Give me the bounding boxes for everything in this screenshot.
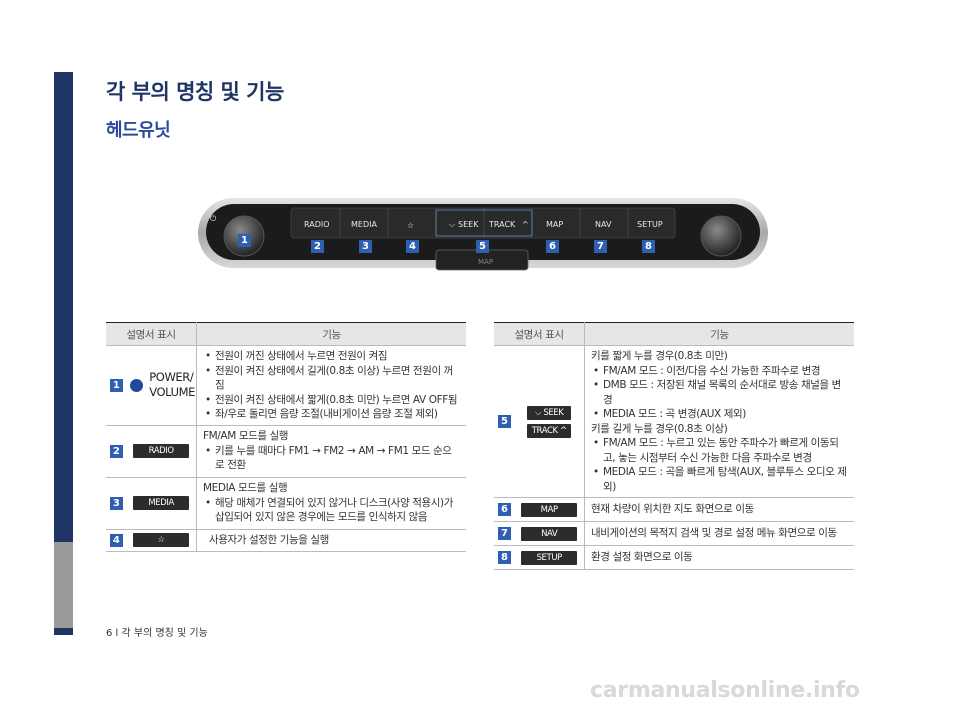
seek-key-chip: SEEK [543,407,564,418]
row-line: MEDIA 모드 : 곡을 빠르게 탐색(AUX, 블루투스 오디오 제외) [593,465,848,494]
table-row: 3 MEDIA MEDIA 모드를 실행 해당 매체가 연결되어 있지 않거나 … [106,477,466,530]
panel-seek-button: SEEK [458,220,479,229]
row-intro: 사용자가 설정한 기능을 실행 [196,529,466,552]
power-knob-icon [130,378,144,392]
table-header-function: 기능 [584,322,854,346]
row-intro: 내비게이션의 목적지 검색 및 경로 설정 메뉴 화면으로 이동 [584,521,854,546]
map-key-chip: MAP [521,502,578,517]
row-intro: FM/AM 모드를 실행 [203,430,289,443]
panel-track-button: TRACK [488,220,516,229]
row-intro: MEDIA 모드를 실행 [203,482,288,495]
row-line: FM/AM 모드 : 누르고 있는 동안 주파수가 빠르게 이동되고, 놓는 시… [593,436,848,465]
row-line: DMB 모드 : 저장된 채널 목록의 순서대로 방송 채널을 변경 [593,378,848,407]
svg-text:⌵: ⌵ [449,220,455,229]
panel-sd-slot-label: MAP [478,258,493,266]
side-bar [54,72,73,635]
callout-3: 3 [359,240,372,253]
table-row: 2 RADIO FM/AM 모드를 실행 키를 누를 때마다 FM1 → FM2… [106,425,466,478]
row-intro: 현재 차량이 위치한 지도 화면으로 이동 [584,497,854,522]
watermark: carmanualsonline.info [590,678,860,703]
table-header-function: 기능 [196,322,466,346]
side-bar-marker [54,542,73,628]
table-row: 8 SETUP 환경 설정 화면으로 이동 [494,545,854,570]
row-line: 키를 누를 때마다 FM1 → FM2 → AM → FM1 모드 순으로 전환 [205,444,460,473]
callout-8: 8 [642,240,655,253]
radio-key-chip: RADIO [133,444,190,458]
table-header-label: 설명서 표시 [106,322,197,346]
panel-media-button: MEDIA [351,220,377,229]
row-number: 3 [109,496,123,510]
panel-radio-button: RADIO [304,220,330,229]
row-intro: 환경 설정 화면으로 이동 [584,545,854,570]
table-row: 5 ⌵ SEEK TRACK ^ 키를 짧게 누를 경우(0.8초 미만) FM… [494,345,854,498]
setup-key-chip: SETUP [521,550,578,565]
row-label: POWER/ VOLUME [149,370,196,400]
row-line: 전원이 꺼진 상태에서 누르면 전원이 켜짐 [205,349,460,364]
row-intro: 키를 짧게 누를 경우(0.8초 미만) [591,350,728,362]
callout-2: 2 [311,240,324,253]
nav-key-chip: NAV [521,526,578,541]
favorite-key-chip: ☆ [133,533,190,547]
row-line: 전원이 켜진 상태에서 길게(0.8초 이상) 누르면 전원이 꺼짐 [205,364,460,393]
row-number: 7 [497,527,511,540]
panel-power-icon: ⏻ [210,214,217,223]
row-number: 4 [109,533,123,547]
row-line: MEDIA 모드 : 곡 변경(AUX 제외) [593,407,848,422]
table-row: 1 POWER/ VOLUME 전원이 꺼진 상태에서 누르면 전원이 켜짐 전… [106,345,466,426]
row-line: 해당 매체가 연결되어 있지 않거나 디스크(사양 적용시)가 삽입되어 있지 … [205,496,460,525]
function-table-left: 설명서 표시 기능 1 POWER/ VOLUME 전원이 꺼진 상태에서 누르… [106,322,466,552]
table-header-label: 설명서 표시 [494,322,585,346]
row-number: 6 [497,503,511,516]
callout-4: 4 [406,240,419,253]
track-key-chip: TRACK [531,425,558,436]
row-intro: 키를 길게 누를 경우(0.8초 이상) [591,422,728,435]
row-number: 2 [109,444,123,458]
callout-5: 5 [476,240,489,253]
function-table-right: 설명서 표시 기능 5 ⌵ SEEK TRACK ^ 키를 짧게 누를 경우(0… [494,322,854,570]
callout-7: 7 [594,240,607,253]
row-line: 좌/우로 돌리면 음량 조절(내비게이션 음량 조절 제외) [205,407,460,422]
table-row: 4 ☆ 사용자가 설정한 기능을 실행 [106,529,466,552]
media-key-chip: MEDIA [133,496,190,510]
panel-setup-button: SETUP [637,220,663,229]
callout-6: 6 [546,240,559,253]
svg-text:^: ^ [522,220,529,229]
section-title: 헤드유닛 [106,120,171,141]
page-title: 각 부의 명칭 및 기능 [106,80,284,104]
callout-1: 1 [238,234,251,247]
row-number: 8 [497,551,511,564]
panel-nav-button: NAV [595,220,612,229]
panel-map-button: MAP [546,220,563,229]
row-number: 1 [109,378,123,392]
panel-favorite-button: ☆ [407,221,414,230]
table-row: 6 MAP 현재 차량이 위치한 지도 화면으로 이동 [494,497,854,522]
row-line: 전원이 켜진 상태에서 짧게(0.8초 미만) 누르면 AV OFF됨 [205,393,460,408]
page-footer: 6 l 각 부의 명칭 및 기능 [106,628,208,639]
row-number: 5 [497,415,511,428]
table-row: 7 NAV 내비게이션의 목적지 검색 및 경로 설정 메뉴 화면으로 이동 [494,521,854,546]
head-unit-illustration: RADIO MEDIA ☆ ⌵ SEEK TRACK ^ MAP NAV SET… [196,194,770,280]
row-line: FM/AM 모드 : 이전/다음 수신 가능한 주파수로 변경 [593,364,848,379]
